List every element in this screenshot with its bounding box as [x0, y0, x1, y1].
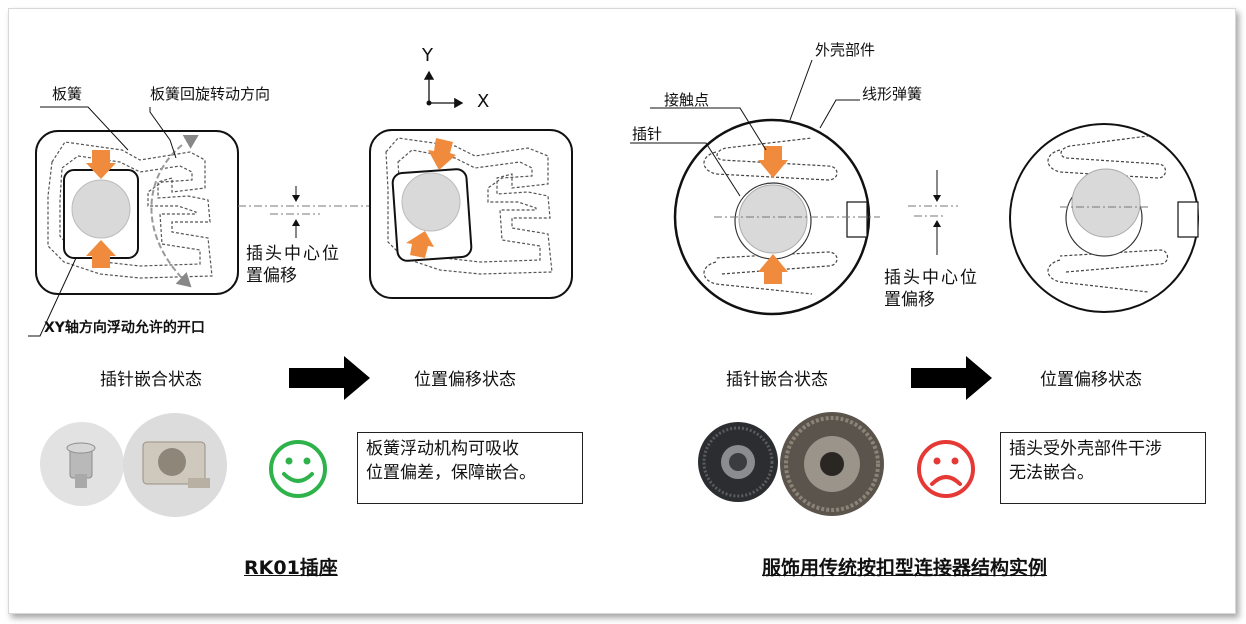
sad-face-icon — [917, 440, 975, 498]
right-offset-label-line1: 插头中心位 — [884, 268, 979, 288]
left-offset-label-line1: 插头中心位 — [246, 244, 341, 264]
left-caption: RK01插座 — [244, 557, 338, 579]
snap-engaged-diagram — [630, 59, 880, 316]
figure-frame — [8, 8, 1236, 614]
snap-offset-diagram — [1009, 123, 1199, 313]
opening-label: XY轴方向浮动允许的开口 — [44, 320, 205, 336]
rk01-photo-socket — [123, 413, 227, 517]
shell-part-label: 外壳部件 — [815, 41, 876, 59]
rk01-engaged-diagram — [28, 106, 239, 337]
rk01-photo-pin — [40, 422, 124, 506]
contact-point-label: 接触点 — [664, 91, 710, 109]
right-result-line1: 插头受外壳部件干涉 — [1009, 439, 1162, 459]
right-result-line2: 无法嵌合。 — [1009, 463, 1094, 483]
right-transition-arrow — [911, 356, 992, 400]
xy-axis-indicator — [423, 70, 464, 109]
rotation-direction-label: 板簧回旋转动方向 — [150, 85, 271, 103]
rk01-offset-diagram — [369, 129, 573, 299]
right-state-offset: 位置偏移状态 — [1040, 370, 1142, 390]
leaf-spring-label: 板簧 — [52, 85, 83, 103]
left-state-offset: 位置偏移状态 — [414, 370, 516, 390]
right-caption: 服饰用传统按扣型连接器结构实例 — [762, 557, 1048, 579]
snap-photo-female — [698, 422, 778, 502]
axis-y-label: Y — [422, 45, 433, 66]
left-result-line2: 位置偏差，保障嵌合。 — [366, 463, 536, 483]
left-offset-label-line2: 置偏移 — [246, 266, 297, 286]
left-transition-arrow — [289, 356, 370, 400]
left-result-line1: 板簧浮动机构可吸收 — [366, 439, 519, 459]
right-state-engaged: 插针嵌合状态 — [726, 370, 828, 390]
pin-label: 插针 — [632, 125, 663, 143]
snap-photo-male — [780, 412, 884, 516]
left-result-box: 板簧浮动机构可吸收 位置偏差，保障嵌合。 — [357, 432, 583, 504]
left-state-engaged: 插针嵌合状态 — [100, 370, 202, 390]
right-result-box: 插头受外壳部件干涉 无法嵌合。 — [1000, 432, 1206, 504]
axis-x-label: X — [477, 91, 490, 112]
wire-spring-label: 线形弹簧 — [862, 85, 923, 103]
smiley-face-icon — [269, 440, 327, 498]
right-offset-label-line2: 置偏移 — [884, 290, 935, 310]
